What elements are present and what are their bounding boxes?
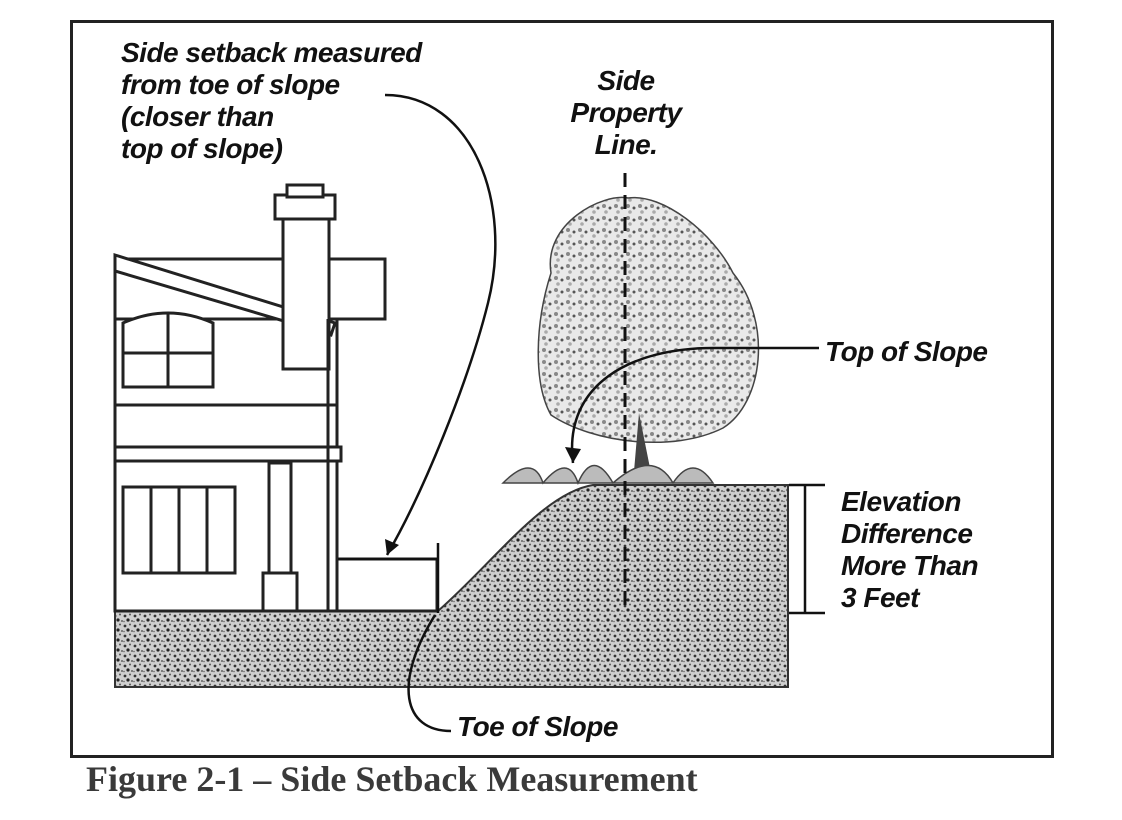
house xyxy=(113,183,439,613)
top-of-slope-label: Top of Slope xyxy=(825,336,988,367)
figure-caption: Figure 2-1 – Side Setback Measurement xyxy=(86,759,698,799)
tree xyxy=(501,196,760,486)
property-line-label-line-3: Line. xyxy=(594,129,658,160)
setback-label-line-2: from toe of slope xyxy=(121,69,340,100)
figure-frame: Side setback measured from toe of slope … xyxy=(70,20,1054,758)
property-line-label-line-2: Property xyxy=(570,97,682,128)
setback-label-line-4: top of slope) xyxy=(121,133,283,164)
elevation-label-line-2: Difference xyxy=(841,518,973,549)
elevation-label-line-4: 3 Feet xyxy=(841,582,919,613)
elevation-label-line-1: Elevation xyxy=(841,486,961,517)
property-line-label-line-1: Side xyxy=(597,65,655,96)
toe-of-slope-label: Toe of Slope xyxy=(457,711,618,742)
setback-dimension xyxy=(338,543,440,613)
elevation-label-line-3: More Than xyxy=(841,550,979,581)
elevation-dimension xyxy=(789,483,825,615)
setback-label: Side setback measured from toe of slope … xyxy=(121,37,501,165)
ground xyxy=(114,484,789,688)
property-line-label: Side Property Line. xyxy=(561,65,691,161)
setback-label-line-3: (closer than xyxy=(121,101,274,132)
section-illustration xyxy=(113,93,825,733)
setback-label-line-1: Side setback measured xyxy=(121,37,422,68)
top-of-slope-leader xyxy=(570,346,819,464)
toe-of-slope-leader xyxy=(407,614,452,733)
setback-leader-arrow xyxy=(384,93,497,556)
elevation-label: Elevation Difference More Than 3 Feet xyxy=(841,486,1031,614)
